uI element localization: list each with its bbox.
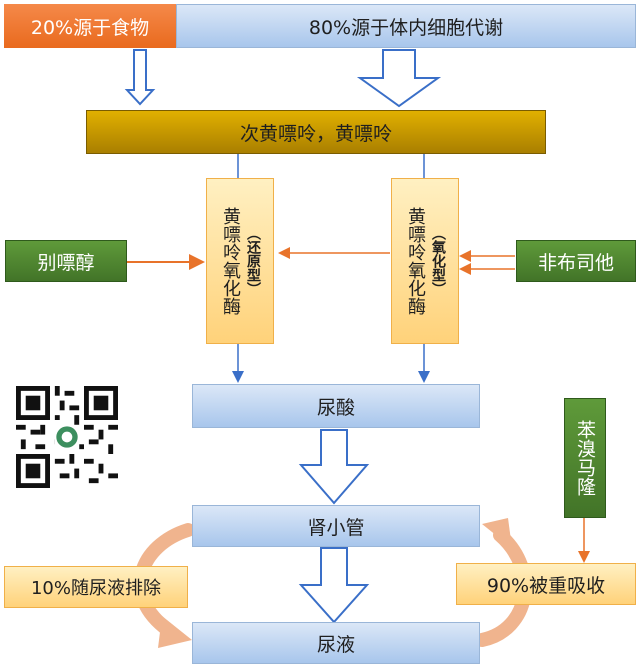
allopurinol-label: 别嘌醇 bbox=[37, 251, 95, 274]
curve-arrow-excretion-head bbox=[158, 616, 192, 648]
kidney-tubule-box: 肾小管 bbox=[192, 505, 480, 547]
hollow-arrow-tubule-to-urine bbox=[298, 547, 370, 624]
excretion-box: 10%随尿液排除 bbox=[4, 566, 188, 608]
reabsorption-label: 90%被重吸收 bbox=[486, 574, 606, 597]
enzyme-reduced-box: 黄嘌呤氧化酶 （还原型） bbox=[206, 178, 274, 344]
food-source-label: 20%源于食物 bbox=[30, 16, 150, 39]
enzyme-reduced-name: 黄嘌呤氧化酶 bbox=[220, 207, 241, 315]
uric-acid-label: 尿酸 bbox=[316, 396, 355, 419]
enzyme-oxidized-name: 黄嘌呤氧化酶 bbox=[405, 207, 426, 315]
urine-box: 尿液 bbox=[192, 622, 480, 664]
qr-code-icon bbox=[16, 386, 118, 488]
benzbromarone-box: 苯溴马隆 bbox=[564, 398, 606, 518]
curve-arrow-reabsorption-head bbox=[482, 518, 512, 548]
enzyme-oxidized-box: 黄嘌呤氧化酶 （氧化型） bbox=[391, 178, 459, 344]
reabsorption-box: 90%被重吸收 bbox=[456, 563, 636, 605]
urine-label: 尿液 bbox=[316, 633, 355, 656]
purine-label: 次黄嘌呤，黄嘌呤 bbox=[239, 122, 392, 145]
febuxostat-label: 非布司他 bbox=[537, 251, 614, 274]
excretion-label: 10%随尿液排除 bbox=[30, 578, 161, 599]
enzyme-reduced-type: （还原型） bbox=[245, 226, 261, 296]
febuxostat-box: 非布司他 bbox=[516, 240, 636, 282]
kidney-tubule-label: 肾小管 bbox=[307, 516, 365, 539]
cell-source-box: 80%源于体内细胞代谢 bbox=[176, 4, 636, 48]
hollow-arrow-cell bbox=[356, 49, 442, 108]
allopurinol-box: 别嘌醇 bbox=[5, 240, 127, 282]
purine-box: 次黄嘌呤，黄嘌呤 bbox=[86, 110, 546, 154]
hollow-arrow-food bbox=[124, 49, 156, 106]
benzbromarone-label: 苯溴马隆 bbox=[574, 420, 596, 496]
cell-source-label: 80%源于体内细胞代谢 bbox=[308, 16, 504, 39]
uric-acid-box: 尿酸 bbox=[192, 384, 480, 428]
hollow-arrow-uric-to-tubule bbox=[298, 429, 370, 505]
food-source-box: 20%源于食物 bbox=[4, 4, 176, 48]
enzyme-oxidized-type: （氧化型） bbox=[430, 226, 446, 296]
